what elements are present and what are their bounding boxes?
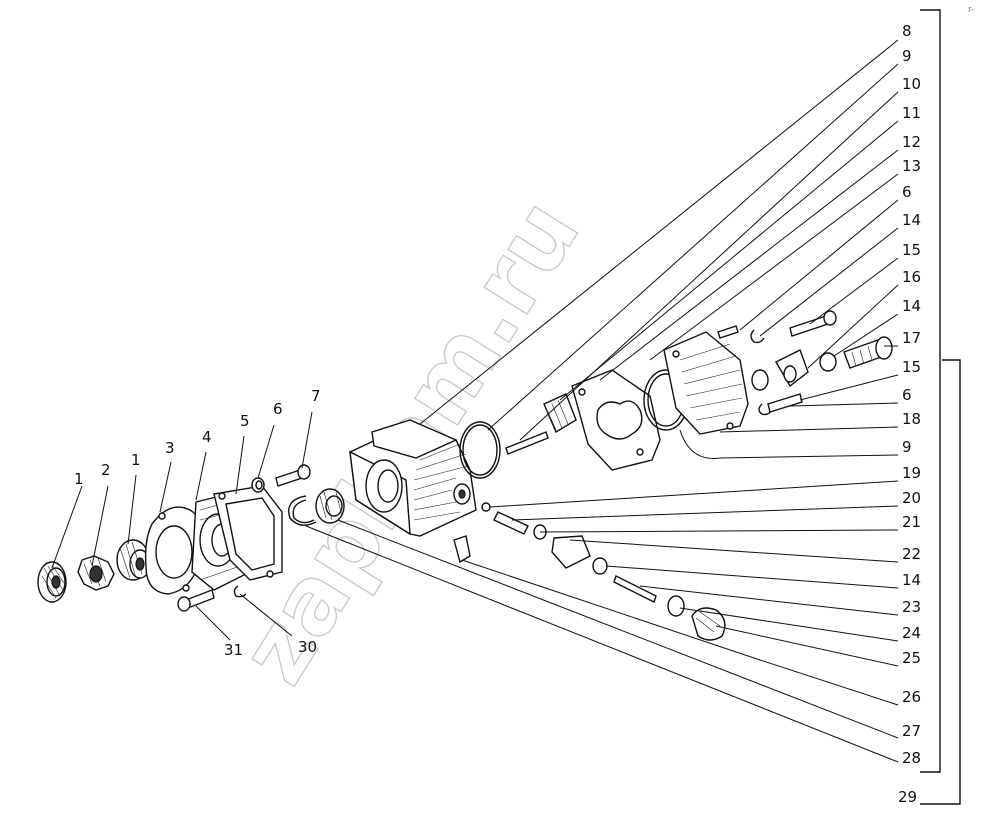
- callout-13: 13: [902, 157, 921, 175]
- callout-20: 20: [902, 489, 921, 507]
- part-gear-shaft: [505, 393, 577, 455]
- callout-8: 8: [902, 22, 912, 40]
- callout-9-top: 9: [902, 47, 912, 65]
- part-valve-assembly: [453, 502, 726, 641]
- callout-15-a: 15: [902, 241, 921, 259]
- callout-15-b: 15: [902, 358, 921, 376]
- callout-18: 18: [902, 410, 921, 428]
- callout-27: 27: [902, 722, 921, 740]
- part-31: [177, 589, 215, 612]
- part-28: [288, 495, 317, 526]
- callout-7: 7: [311, 387, 321, 405]
- callout-11: 11: [902, 104, 921, 122]
- callout-labels: 1 2 1 3 4 5 6 7 8 9 10 11 12 13 6 14 15 …: [74, 22, 921, 806]
- part-30: [233, 585, 247, 598]
- callout-23: 23: [902, 598, 921, 616]
- callout-30: 30: [298, 638, 317, 656]
- part-6-right: [758, 393, 803, 416]
- part-18-cover: [663, 331, 749, 435]
- callout-6-left: 6: [273, 400, 283, 418]
- callout-22: 22: [902, 545, 921, 563]
- corner-mark: r-: [968, 5, 974, 15]
- callout-4: 4: [202, 428, 212, 446]
- callout-1-left: 1: [74, 470, 84, 488]
- part-27: [315, 488, 345, 524]
- part-1-right: [116, 539, 151, 581]
- callout-26: 26: [902, 688, 921, 706]
- part-5: [213, 485, 283, 581]
- callout-5: 5: [240, 412, 250, 430]
- part-11-plate: [571, 369, 661, 471]
- callout-16: 16: [902, 268, 921, 286]
- callout-29: 29: [898, 788, 917, 806]
- callout-25: 25: [902, 649, 921, 667]
- part-7: [275, 464, 311, 487]
- callout-6-lower: 6: [902, 386, 912, 404]
- callout-3: 3: [165, 439, 175, 457]
- part-9-left: [459, 421, 501, 479]
- callout-9-lower: 9: [902, 438, 912, 456]
- callout-28: 28: [902, 749, 921, 767]
- callout-14-b: 14: [902, 297, 921, 315]
- callout-19: 19: [902, 464, 921, 482]
- callout-14-c: 14: [902, 571, 921, 589]
- group-brackets: [920, 9, 961, 805]
- part-pins: [717, 310, 837, 344]
- part-1-left: [37, 561, 67, 603]
- part-2: [77, 555, 115, 591]
- callout-24: 24: [902, 624, 921, 642]
- callout-2: 2: [101, 461, 111, 479]
- part-8-housing: [349, 419, 477, 537]
- part-3: [144, 506, 204, 595]
- callout-1-right: 1: [131, 451, 141, 469]
- part-17-plug: [819, 336, 893, 372]
- callout-21: 21: [902, 513, 921, 531]
- callout-31: 31: [224, 641, 243, 659]
- callout-6-upper: 6: [902, 183, 912, 201]
- parts-illustration: [37, 310, 893, 641]
- callout-12: 12: [902, 133, 921, 151]
- callout-14-a: 14: [902, 211, 921, 229]
- callout-10: 10: [902, 75, 921, 93]
- leader-lines: [51, 39, 899, 763]
- callout-17: 17: [902, 329, 921, 347]
- part-6-left: [251, 477, 265, 493]
- part-16-fitting: [751, 349, 809, 391]
